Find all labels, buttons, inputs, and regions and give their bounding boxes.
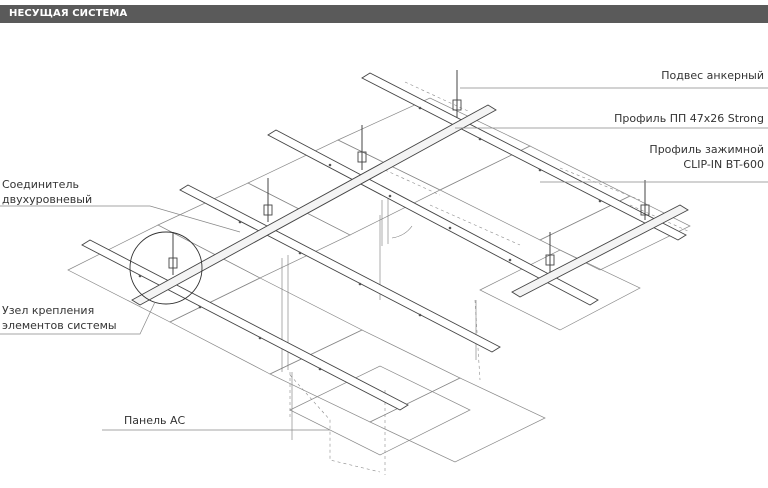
label-fixing-node-line2: элементов системы xyxy=(2,319,117,332)
leader-lines xyxy=(0,87,768,431)
section-header: НЕСУЩАЯ СИСТЕМА xyxy=(0,5,768,23)
label-clip-profile-line1: Профиль зажимной xyxy=(649,143,764,156)
label-fixing-node-line1: Узел крепления xyxy=(2,304,94,317)
rotation-arrow xyxy=(391,225,413,239)
anchor-hangers xyxy=(168,70,650,275)
label-panel: Панель АС xyxy=(124,414,186,427)
label-clip-profile-line2: CLIP-IN BT-600 xyxy=(683,158,764,171)
section-title: НЕСУЩАЯ СИСТЕМА xyxy=(9,8,128,19)
fixing-node-circle xyxy=(129,231,203,305)
label-profile-pp: Профиль ПП 47х26 Strong xyxy=(614,112,764,125)
label-connector-line1: Соединитель xyxy=(2,178,79,191)
upper-profiles xyxy=(131,104,689,306)
panel-frames xyxy=(67,97,691,463)
label-connector-line2: двухуровневый xyxy=(2,193,92,206)
label-anchor-hanger: Подвес анкерный xyxy=(661,69,764,82)
